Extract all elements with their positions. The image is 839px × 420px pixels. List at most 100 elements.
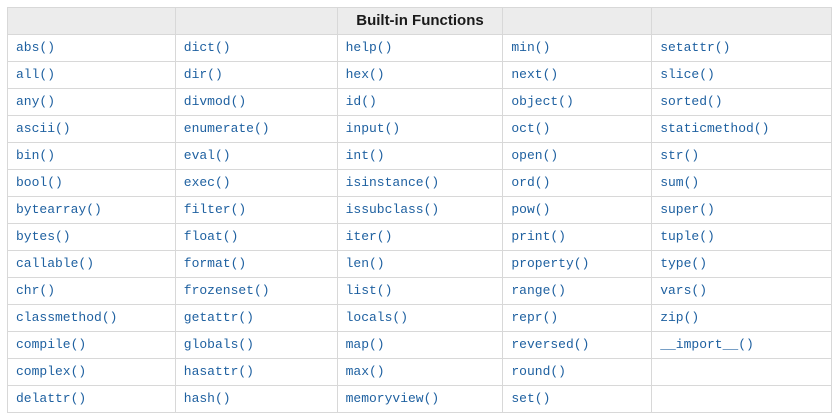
table-row: delattr() hash() memoryview() set() xyxy=(7,385,832,413)
function-link[interactable]: vars() xyxy=(660,283,707,298)
function-link[interactable]: enumerate() xyxy=(183,121,270,136)
function-link[interactable]: oct() xyxy=(511,121,551,136)
function-cell: all() xyxy=(7,61,176,89)
function-link[interactable]: property() xyxy=(511,256,590,271)
function-link[interactable]: hex() xyxy=(345,67,385,82)
function-link[interactable]: ord() xyxy=(511,175,551,190)
function-link[interactable]: sum() xyxy=(660,175,700,190)
function-link[interactable]: globals() xyxy=(183,337,254,352)
function-link[interactable]: callable() xyxy=(16,256,95,271)
function-link[interactable]: help() xyxy=(345,40,393,55)
function-link[interactable]: next() xyxy=(511,67,559,82)
function-link[interactable]: chr() xyxy=(16,283,56,298)
function-link[interactable]: compile() xyxy=(16,337,87,352)
function-link[interactable]: locals() xyxy=(345,310,409,325)
function-link[interactable]: object() xyxy=(511,94,574,109)
header-cell-empty xyxy=(7,7,176,35)
function-link[interactable]: len() xyxy=(345,256,385,271)
function-cell: hash() xyxy=(174,385,338,413)
function-link[interactable]: any() xyxy=(16,94,56,109)
function-link[interactable]: staticmethod() xyxy=(660,121,770,136)
table-row: callable() format() len() property() type() xyxy=(7,250,832,278)
function-link[interactable]: getattr() xyxy=(183,310,254,325)
function-cell: object() xyxy=(502,88,653,116)
function-link[interactable]: bytes() xyxy=(16,229,71,244)
function-link[interactable]: bytearray() xyxy=(16,202,102,217)
function-link[interactable]: abs() xyxy=(16,40,56,55)
function-link[interactable]: delattr() xyxy=(16,391,87,406)
function-link[interactable]: dir() xyxy=(183,67,223,82)
function-link[interactable]: complex() xyxy=(16,364,87,379)
function-link[interactable]: tuple() xyxy=(660,229,715,244)
function-link[interactable]: set() xyxy=(511,391,551,406)
table-row: all() dir() hex() next() slice() xyxy=(7,61,832,89)
function-cell: min() xyxy=(502,34,653,62)
function-link[interactable]: dict() xyxy=(183,40,231,55)
function-link[interactable]: min() xyxy=(511,40,551,55)
function-link[interactable]: super() xyxy=(660,202,715,217)
header-cell-empty xyxy=(651,7,832,35)
function-cell: len() xyxy=(336,250,504,278)
function-cell: ascii() xyxy=(7,115,176,143)
function-link[interactable]: bin() xyxy=(16,148,56,163)
function-cell: filter() xyxy=(174,196,338,224)
function-cell: reversed() xyxy=(502,331,653,359)
function-link[interactable]: ascii() xyxy=(16,121,71,136)
function-link[interactable]: eval() xyxy=(183,148,231,163)
function-cell: print() xyxy=(502,223,653,251)
function-link[interactable]: print() xyxy=(511,229,566,244)
function-link[interactable]: isinstance() xyxy=(345,175,440,190)
function-cell: delattr() xyxy=(7,385,176,413)
function-link[interactable]: zip() xyxy=(660,310,700,325)
function-link[interactable]: repr() xyxy=(511,310,559,325)
table-row: complex() hasattr() max() round() xyxy=(7,358,832,386)
function-link[interactable]: list() xyxy=(345,283,393,298)
function-cell: bytes() xyxy=(7,223,176,251)
table-row: bytearray() filter() issubclass() pow() supe… xyxy=(7,196,832,224)
function-cell: getattr() xyxy=(174,304,338,332)
function-link[interactable]: range() xyxy=(511,283,566,298)
function-link[interactable]: sorted() xyxy=(660,94,723,109)
function-cell: memoryview() xyxy=(336,385,504,413)
function-link[interactable]: type() xyxy=(660,256,707,271)
function-link[interactable]: filter() xyxy=(183,202,247,217)
table-header: Built-in Functions xyxy=(7,7,832,35)
function-cell: compile() xyxy=(7,331,176,359)
function-link[interactable]: id() xyxy=(345,94,377,109)
function-cell: slice() xyxy=(651,61,832,89)
function-link[interactable]: open() xyxy=(511,148,559,163)
function-link[interactable]: exec() xyxy=(183,175,231,190)
function-link[interactable]: map() xyxy=(345,337,385,352)
function-link[interactable]: frozenset() xyxy=(183,283,270,298)
function-link[interactable]: max() xyxy=(345,364,385,379)
function-cell: max() xyxy=(336,358,504,386)
function-link[interactable]: memoryview() xyxy=(345,391,440,406)
function-link[interactable]: int() xyxy=(345,148,385,163)
function-link[interactable]: issubclass() xyxy=(345,202,440,217)
function-link[interactable]: classmethod() xyxy=(16,310,118,325)
function-cell: iter() xyxy=(336,223,504,251)
function-link[interactable]: divmod() xyxy=(183,94,247,109)
function-link[interactable]: hasattr() xyxy=(183,364,254,379)
function-link[interactable]: all() xyxy=(16,67,56,82)
function-link[interactable]: bool() xyxy=(16,175,63,190)
function-link[interactable]: __import__() xyxy=(660,337,754,352)
function-link[interactable]: input() xyxy=(345,121,401,136)
function-link[interactable]: format() xyxy=(183,256,247,271)
function-link[interactable]: round() xyxy=(511,364,566,379)
function-link[interactable]: float() xyxy=(183,229,239,244)
function-link[interactable]: reversed() xyxy=(511,337,590,352)
function-link[interactable]: str() xyxy=(660,148,700,163)
function-cell: bin() xyxy=(7,142,176,170)
function-cell: bool() xyxy=(7,169,176,197)
function-link[interactable]: iter() xyxy=(345,229,393,244)
function-cell: divmod() xyxy=(174,88,338,116)
function-link[interactable]: setattr() xyxy=(660,40,731,55)
function-link[interactable]: pow() xyxy=(511,202,551,217)
function-cell: vars() xyxy=(651,277,832,305)
function-link[interactable]: slice() xyxy=(660,67,715,82)
function-cell: locals() xyxy=(336,304,504,332)
table-row: bin() eval() int() open() str() xyxy=(7,142,832,170)
function-link[interactable]: hash() xyxy=(183,391,231,406)
